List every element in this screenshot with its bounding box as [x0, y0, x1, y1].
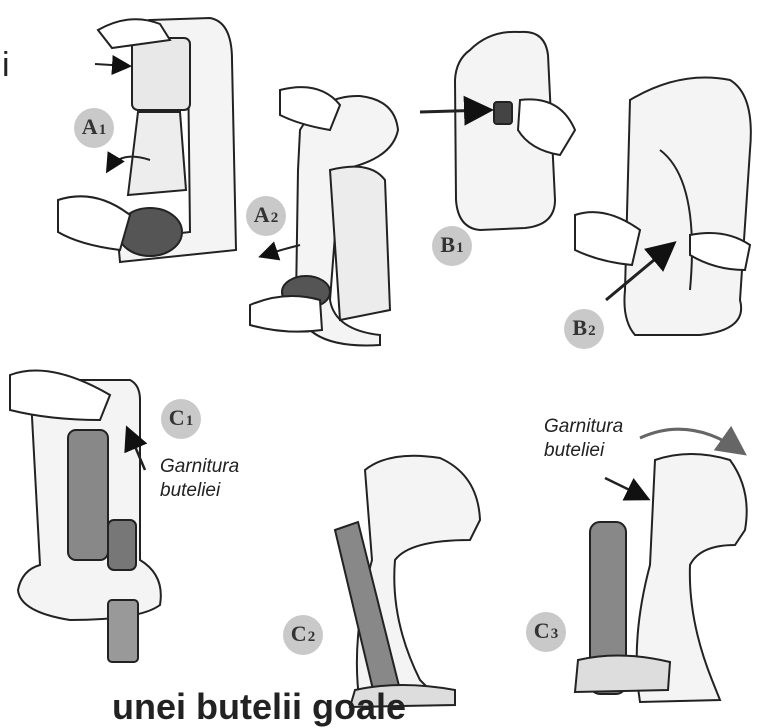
text-fragment: i — [2, 46, 10, 85]
badge-subscript: 1 — [456, 240, 464, 257]
badge-subscript: 2 — [308, 629, 316, 646]
badge-subscript: 2 — [271, 210, 279, 227]
badge-letter: A — [82, 114, 98, 140]
badge-letter: C — [291, 621, 307, 647]
badge-letter: B — [440, 232, 455, 258]
illustration-b2 — [575, 78, 751, 336]
badge-subscript: 2 — [588, 323, 596, 340]
badge-letter: A — [254, 202, 270, 228]
badge-letter: B — [572, 315, 587, 341]
caption-line: buteliei — [160, 479, 239, 503]
caption-line: Garnitura — [160, 455, 239, 479]
illustration-b1 — [420, 32, 575, 230]
illustration-c3 — [575, 429, 747, 702]
caption-cylinder-seal-c3: Garnitura buteliei — [544, 415, 623, 463]
badge-letter: C — [534, 618, 550, 644]
caption-line: Garnitura — [544, 415, 623, 439]
badge-letter: C — [169, 405, 185, 431]
section-heading: unei butelii goale — [112, 686, 406, 728]
illustration-c2 — [335, 456, 480, 707]
caption-cylinder-seal-c1: Garnitura buteliei — [160, 455, 239, 503]
badge-subscript: 1 — [99, 122, 107, 139]
illustration-c1 — [10, 371, 161, 663]
badge-subscript: 3 — [551, 626, 559, 643]
caption-line: buteliei — [544, 439, 623, 463]
badge-subscript: 1 — [186, 413, 194, 430]
